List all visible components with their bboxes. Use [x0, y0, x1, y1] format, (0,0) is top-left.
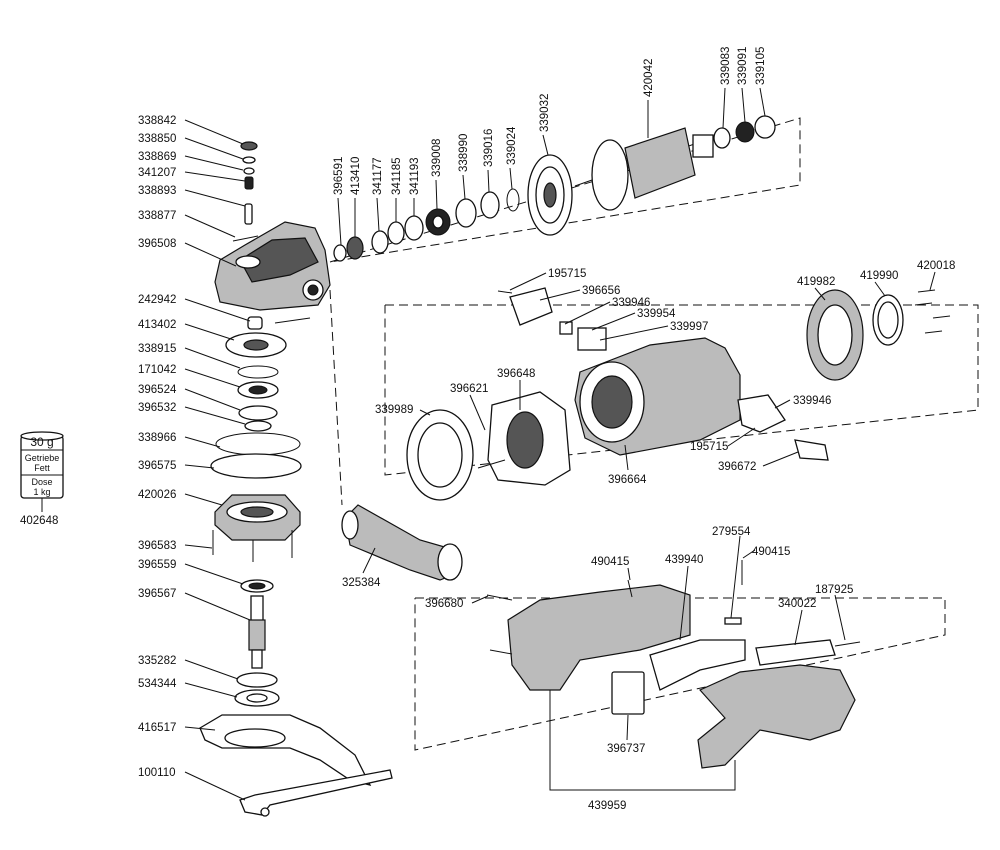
grease-can-label-4: 1 kg [33, 487, 50, 497]
part-label: 396508 [138, 238, 176, 250]
part-label: 338966 [138, 432, 176, 444]
part-label: 100110 [138, 767, 176, 779]
part-label: 396591 [333, 157, 345, 195]
part-label: 419982 [797, 276, 835, 288]
part-label: 396656 [582, 285, 620, 297]
part-label: 338842 [138, 115, 176, 127]
part-label: 338915 [138, 343, 176, 355]
part-label: 396664 [608, 474, 647, 486]
part-label: 341207 [138, 167, 176, 179]
part-label: 325384 [342, 577, 381, 589]
part-label: 339946 [793, 395, 831, 407]
part-label: 339032 [539, 94, 551, 132]
part-label: 396680 [425, 598, 463, 610]
part-label: 396532 [138, 402, 176, 414]
part-label: 490415 [752, 546, 790, 558]
part-label: 338850 [138, 133, 176, 145]
part-label: 339083 [720, 47, 732, 85]
grease-can-label-3: Dose [31, 477, 52, 487]
motor-housing-group [406, 287, 951, 501]
part-label: 339008 [431, 139, 443, 177]
grease-can-weight: 30 g [30, 435, 53, 449]
part-label: 396648 [497, 368, 535, 380]
part-labels: 338842 338850 338869 341207 338893 33887… [20, 47, 955, 812]
grease-can-label-1: Getriebe [25, 453, 60, 463]
part-label: 490415 [591, 556, 629, 568]
part-label: 338893 [138, 185, 176, 197]
part-label: 396567 [138, 588, 176, 600]
part-label: 534344 [138, 678, 177, 690]
part-label: 339989 [375, 404, 413, 416]
part-label: 338869 [138, 151, 176, 163]
part-label: 339954 [637, 308, 676, 320]
part-label: 195715 [690, 441, 728, 453]
part-label: 335282 [138, 655, 176, 667]
part-label: 396559 [138, 559, 176, 571]
part-label: 396737 [607, 743, 645, 755]
part-label: 439940 [665, 554, 703, 566]
part-label: 396672 [718, 461, 756, 473]
part-label: 339946 [612, 297, 650, 309]
part-label: 416517 [138, 722, 176, 734]
part-label: 341177 [372, 157, 384, 195]
part-label: 396524 [138, 384, 177, 396]
part-label: 338990 [458, 134, 470, 172]
part-label: 341185 [391, 157, 403, 195]
rear-handle-group [486, 560, 861, 791]
part-label: 187925 [815, 584, 853, 596]
part-label: 340022 [778, 598, 816, 610]
part-label: 339105 [755, 47, 767, 85]
part-label: 396575 [138, 460, 176, 472]
part-label: 419990 [860, 270, 898, 282]
side-handle [341, 504, 463, 581]
gear-head-stack [199, 141, 393, 817]
part-label: 413402 [138, 319, 176, 331]
part-label: 396583 [138, 540, 176, 552]
part-label: 279554 [712, 526, 751, 538]
part-label: 341193 [409, 157, 421, 195]
grease-can: 30 g Getriebe Fett Dose 1 kg [20, 431, 64, 499]
part-label: 396621 [450, 383, 488, 395]
part-label: 195715 [548, 268, 586, 280]
part-label: 171042 [138, 364, 176, 376]
part-label: 339091 [737, 47, 749, 85]
part-label: 420042 [643, 59, 655, 97]
armature-line [333, 115, 776, 262]
part-label: 242942 [138, 294, 176, 306]
part-label: 402648 [20, 515, 58, 527]
leader-lines [41, 87, 936, 801]
part-label: 439959 [588, 800, 626, 812]
part-label: 338877 [138, 210, 176, 222]
part-label: 413410 [350, 157, 362, 195]
part-label: 339024 [506, 126, 518, 165]
part-label: 420018 [917, 260, 955, 272]
part-label: 339997 [670, 321, 708, 333]
grease-can-label-2: Fett [34, 463, 50, 473]
part-label: 420026 [138, 489, 176, 501]
part-label: 339016 [483, 129, 495, 167]
